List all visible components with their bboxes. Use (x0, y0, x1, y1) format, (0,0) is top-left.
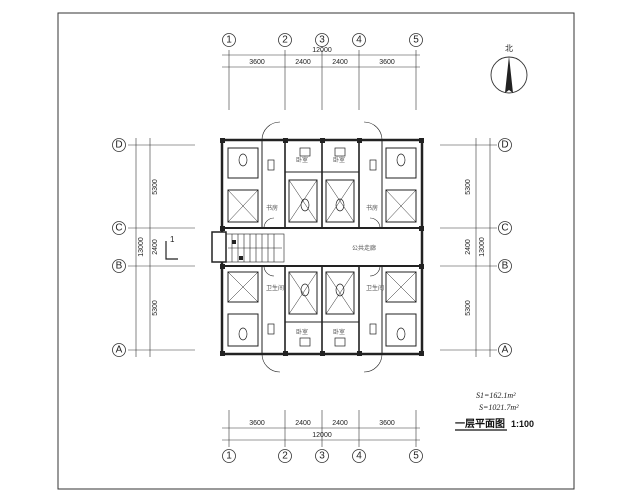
right-span-2: 2400 (465, 239, 472, 255)
section-mark-left (165, 241, 178, 260)
room-label-bedroom-top-left: 卧室 (296, 156, 308, 164)
axis-label-top-3: 3 (319, 35, 325, 46)
top-bay-4: 3600 (379, 59, 395, 66)
bottom-axis-markers: 1 2 3 4 5 (222, 449, 423, 463)
right-total-depth: 13000 (479, 237, 486, 257)
room-label-bedroom-bottom-left: 卧室 (296, 328, 308, 336)
axis-label-top-4: 4 (356, 35, 362, 46)
north-arrow-icon (490, 56, 528, 94)
right-span-1: 5300 (465, 179, 472, 195)
bottom-total-width: 12000 (312, 432, 332, 439)
right-dimension-group (440, 138, 497, 357)
area-s1: S1=162.1m² (476, 391, 516, 400)
section-mark-number: 1 (170, 235, 175, 244)
left-axis-markers: D C B A (112, 138, 126, 357)
drawing-scale: 1:100 (511, 419, 534, 429)
room-label-bath-bottom-right: 卫生间 (366, 284, 384, 292)
left-total-depth: 13000 (138, 237, 145, 257)
bottom-dimension-group (222, 410, 420, 447)
right-axis-markers: D C B A (498, 138, 512, 357)
right-span-3: 5300 (465, 300, 472, 316)
axis-label-right-A: A (502, 345, 509, 356)
axis-label-left-C: C (115, 223, 122, 234)
axis-label-bottom-3: 3 (319, 451, 325, 462)
axis-label-bottom-5: 5 (413, 451, 419, 462)
room-label-bath-bottom-left: 卫生间 (266, 284, 284, 292)
axis-label-top-2: 2 (282, 35, 288, 46)
bottom-bay-2: 2400 (295, 420, 311, 427)
room-label-bedroom-bottom-right: 卧室 (333, 328, 345, 336)
room-label-study-top-right: 书房 (366, 204, 378, 212)
axis-label-right-C: C (501, 223, 508, 234)
left-span-3: 5300 (152, 300, 159, 316)
top-bay-1: 3600 (249, 59, 265, 66)
axis-label-top-5: 5 (413, 35, 419, 46)
sheet-border (57, 12, 575, 490)
top-bay-2: 2400 (295, 59, 311, 66)
axis-label-top-1: 1 (226, 35, 232, 46)
axis-label-right-D: D (501, 140, 508, 151)
left-span-2: 2400 (152, 239, 159, 255)
bottom-bay-1: 3600 (249, 420, 265, 427)
building-plan (211, 121, 424, 373)
top-dimension-group (222, 50, 420, 110)
top-axis-markers: 1 2 3 4 5 (222, 33, 423, 47)
axis-label-bottom-4: 4 (356, 451, 362, 462)
bottom-bay-3: 2400 (332, 420, 348, 427)
area-total: S=1021.7m² (479, 403, 519, 412)
top-total-width: 12000 (312, 47, 332, 54)
axis-label-bottom-2: 2 (282, 451, 288, 462)
north-label: 北 (505, 44, 513, 53)
axis-label-bottom-1: 1 (226, 451, 232, 462)
axis-label-left-D: D (115, 140, 122, 151)
drawing-title: 一层平面图 (455, 418, 505, 430)
room-label-study-top-left: 书房 (266, 204, 278, 212)
corridor-label: 公共走廊 (352, 244, 376, 252)
room-label-bedroom-top-right: 卧室 (333, 156, 345, 164)
left-dimension-group (128, 138, 195, 357)
bottom-bay-4: 3600 (379, 420, 395, 427)
left-span-1: 5300 (152, 179, 159, 195)
axis-label-left-A: A (116, 345, 123, 356)
axis-label-left-B: B (116, 261, 123, 272)
axis-label-right-B: B (502, 261, 509, 272)
top-bay-3: 2400 (332, 59, 348, 66)
